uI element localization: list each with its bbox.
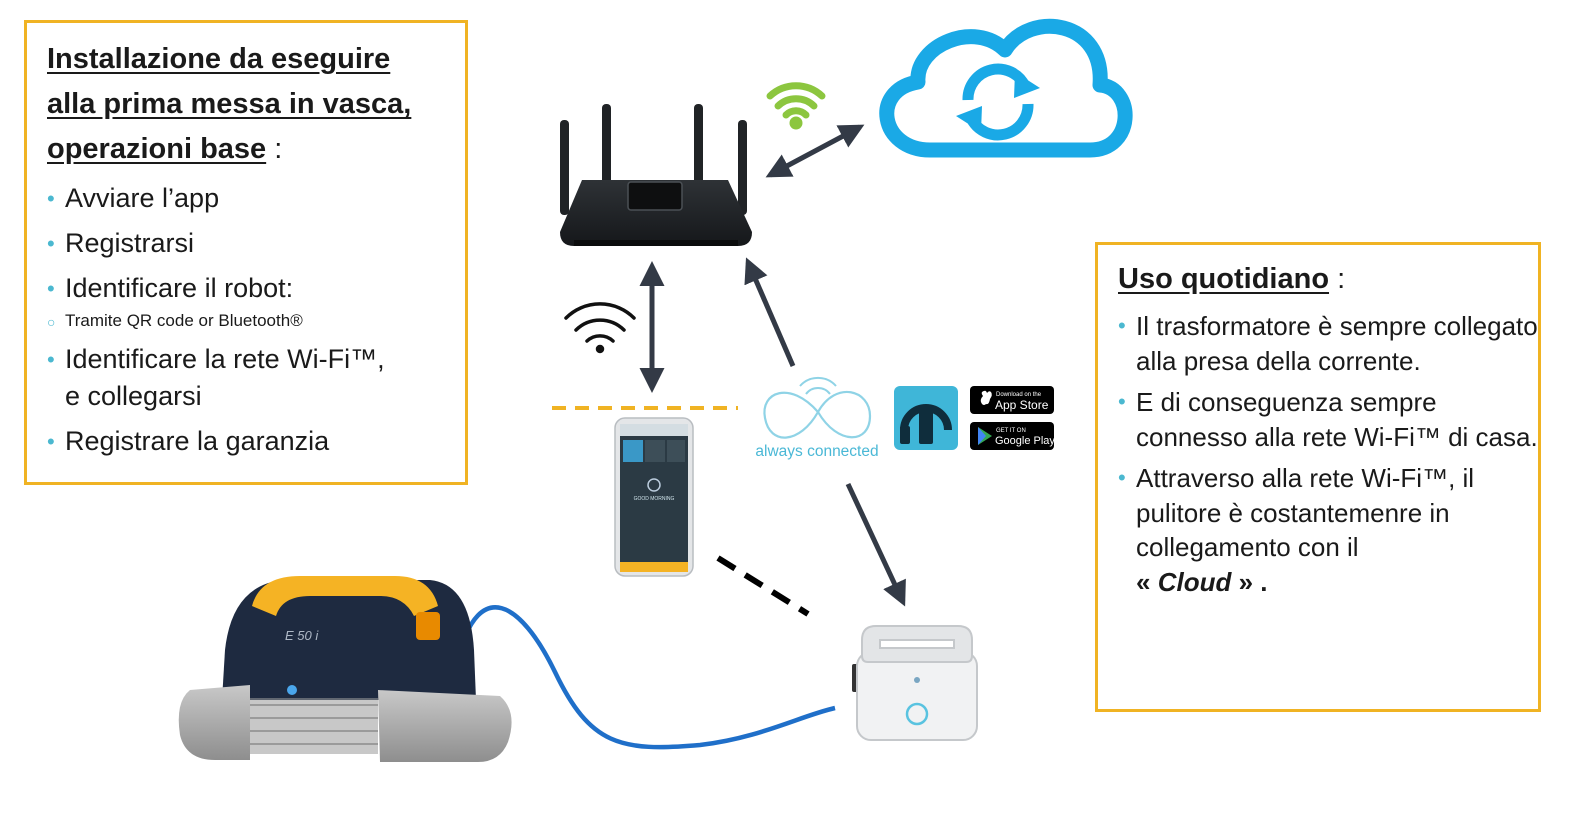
apple-icon (980, 390, 992, 405)
list-item: Registrare la garanzia (47, 423, 465, 460)
daily-use-heading: Uso quotidiano : (1118, 263, 1346, 295)
smartphone-icon: GOOD MORNING (614, 417, 694, 577)
cloud-label: « Cloud » . (1136, 566, 1268, 597)
svg-text:E 50 i: E 50 i (285, 628, 319, 643)
svg-text:GOOD MORNING: GOOD MORNING (634, 496, 675, 502)
always-connected-logo: always connected (755, 376, 879, 460)
pool-robot-icon: E 50 i (178, 576, 512, 762)
arrow-logo-to-power-supply (845, 482, 906, 607)
daily-use-list: Il trasformatore è sempre collegato alla… (1118, 309, 1538, 599)
svg-text:App Store: App Store (995, 398, 1049, 412)
app-store-badge[interactable]: Download on the App Store (970, 386, 1054, 414)
setup-panel: Installazione da eseguire alla prima mes… (24, 20, 468, 485)
list-item: Avviare l’app (47, 180, 465, 217)
sub-list-item: Tramite QR code or Bluetooth® (47, 309, 465, 334)
router-icon (560, 104, 752, 246)
wifi-icon (564, 302, 636, 354)
setup-list: Avviare l’app Registrarsi Identificare i… (47, 180, 465, 460)
list-item: Registrarsi (47, 225, 465, 262)
svg-text:Google Play: Google Play (995, 435, 1055, 447)
daily-use-panel: Uso quotidiano : Il trasformatore è semp… (1095, 242, 1541, 712)
google-play-badge[interactable]: GET IT ON Google Play (970, 422, 1055, 450)
arrow-cloud-logo-to-router (744, 257, 796, 367)
svg-text:GET IT ON: GET IT ON (996, 428, 1026, 434)
cloud-icon (879, 19, 1133, 158)
robot-cable (456, 605, 836, 750)
power-supply-icon (852, 625, 978, 741)
wifi-signal-icon (766, 82, 826, 130)
setup-heading: Installazione da eseguire alla prima mes… (47, 43, 412, 165)
list-item: Identificare la rete Wi-Fi™,e collegarsi (47, 341, 465, 415)
arrow-router-cloud (765, 124, 865, 178)
list-item: Attraverso alla rete Wi-Fi™, il pulitore… (1118, 461, 1538, 599)
dashed-link-phone-supply (716, 555, 810, 617)
list-item: Il trasformatore è sempre collegato alla… (1118, 309, 1538, 378)
always-connected-text: always connected (755, 443, 878, 460)
svg-text:Download on the: Download on the (996, 392, 1042, 398)
list-item: E di conseguenza sempre connesso alla re… (1118, 385, 1538, 454)
list-item: Identificare il robot: (47, 270, 465, 307)
app-icon[interactable] (894, 386, 958, 450)
